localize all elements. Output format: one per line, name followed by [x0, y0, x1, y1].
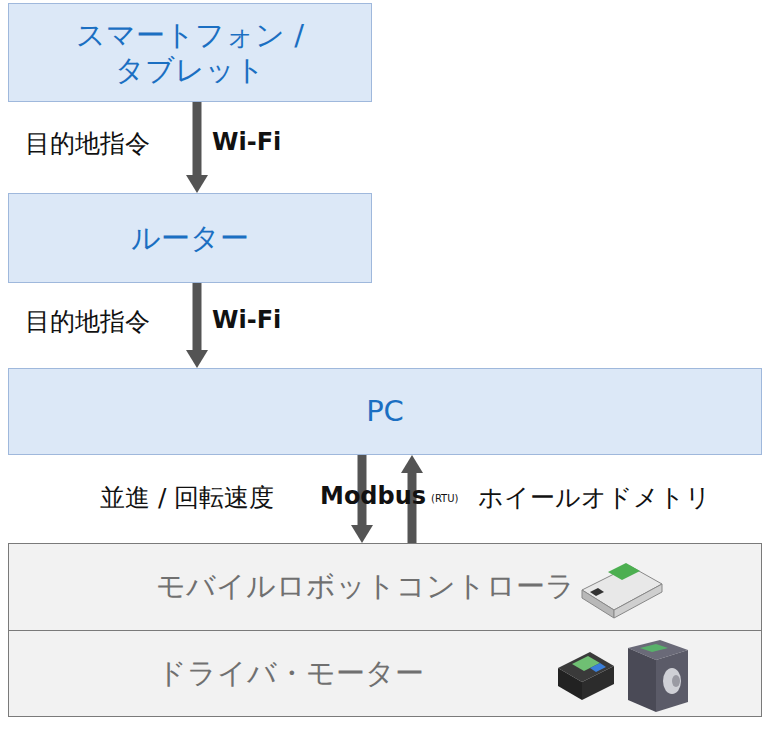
process-box: PC: [8, 368, 762, 455]
hardware-box: ドライバ・モーター: [8, 630, 762, 717]
protocol-label: Wi-Fi: [212, 306, 281, 334]
arrow-connector: [186, 102, 208, 193]
node-label: PC: [366, 394, 404, 429]
node-label: ルーター: [131, 221, 249, 256]
edge-label: 目的地指令: [25, 127, 150, 160]
node-label: スマートフォン / タブレット: [60, 18, 320, 88]
edge-label: 並進 / 回転速度: [100, 481, 274, 514]
hardware-box: モバイルロボットコントローラ: [8, 543, 762, 631]
protocol-label: Modbus: [320, 482, 426, 510]
node-label: ドライバ・モーター: [157, 654, 424, 694]
protocol-variant: (RTU): [431, 493, 458, 504]
protocol-label: Wi-Fi: [212, 128, 281, 156]
node-label: モバイルロボットコントローラ: [156, 567, 575, 607]
process-box: ルーター: [8, 193, 372, 283]
process-box: スマートフォン / タブレット: [8, 3, 372, 102]
edge-label: ホイールオドメトリ: [478, 481, 711, 514]
arrow-connector: [186, 283, 208, 368]
edge-label: 目的地指令: [25, 305, 150, 338]
